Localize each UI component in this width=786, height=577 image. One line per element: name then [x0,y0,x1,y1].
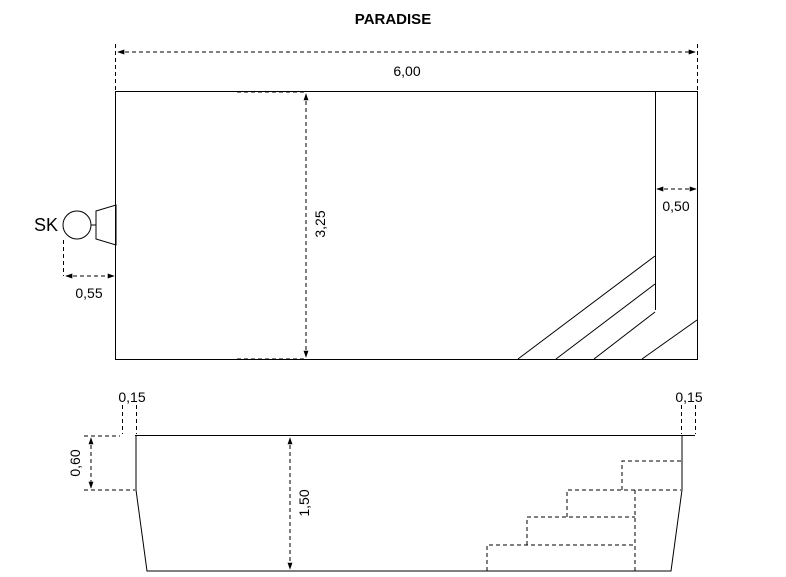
wall-thickness-right: 0,15 [675,389,703,434]
corner-steps [517,255,698,360]
skimmer: SK 0,55 [34,204,117,301]
pool-section-outline [135,435,683,572]
deep-depth-label: 1,50 [296,489,312,516]
plan-view: 6,00 3,25 0,50 SK 0,55 [34,44,698,360]
length-dimension: 6,00 [115,44,698,90]
shallow-depth-label: 0,60 [67,449,83,476]
wall-right-label: 0,15 [675,389,702,405]
pool-outline [115,91,698,360]
skimmer-label: SK [34,215,58,235]
bench-width-label: 0,50 [662,198,689,214]
width-label: 3,25 [312,210,328,237]
bench-dimension: 0,50 [656,186,697,214]
deep-depth-dimension: 1,50 [287,437,312,570]
wall-left-label: 0,15 [118,389,145,405]
width-dimension: 3,25 [237,91,328,360]
drawing-title: PARADISE [355,11,431,28]
section-view: 0,15 0,15 0,60 1,50 [67,389,703,572]
wall-thickness-left: 0,15 [118,389,146,434]
length-label: 6,00 [393,63,420,79]
skimmer-icon [62,210,92,240]
section-steps [486,460,681,571]
skimmer-offset-label: 0,55 [75,285,102,301]
shallow-depth-dimension: 0,60 [67,435,135,491]
